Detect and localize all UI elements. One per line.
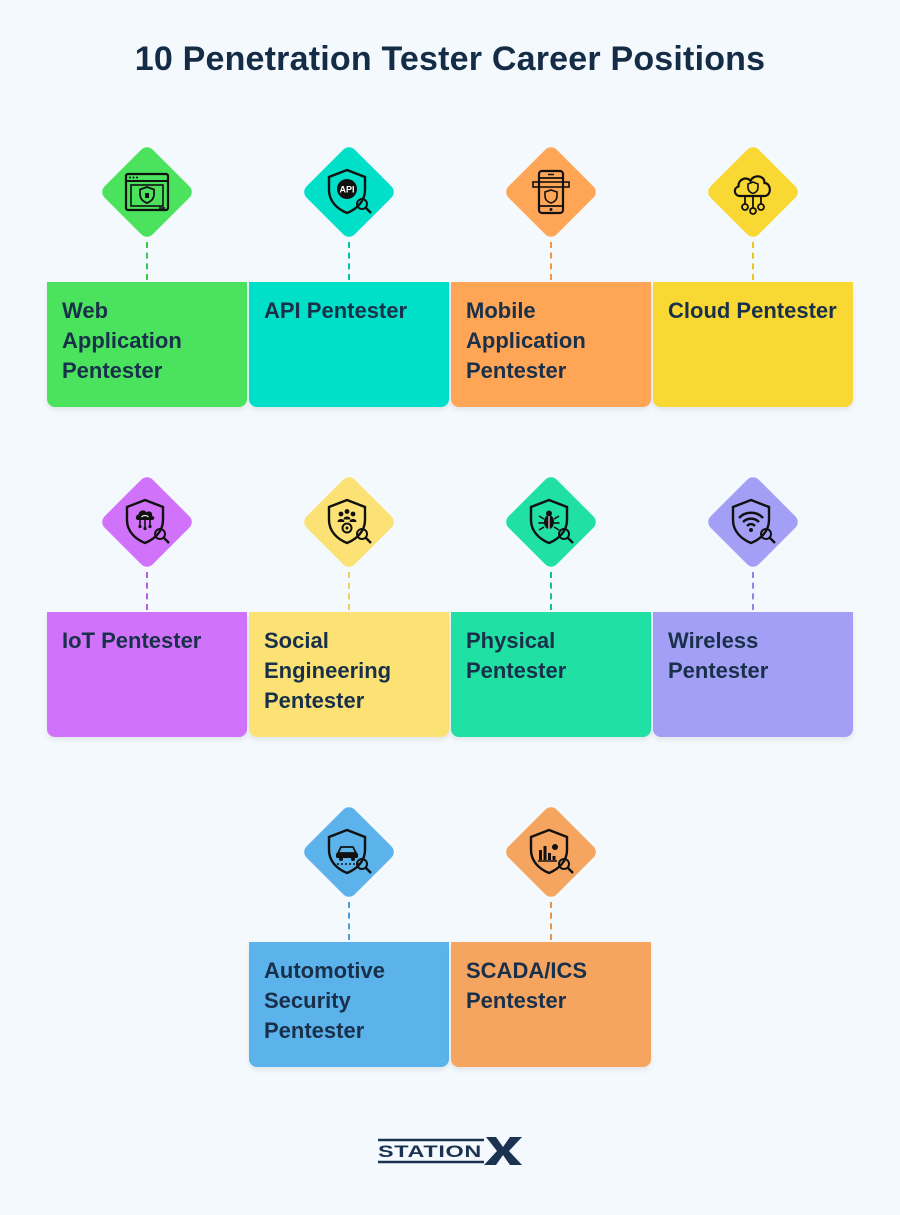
connector-line (146, 242, 148, 280)
connector-line (550, 902, 552, 940)
position-card: SCADA/ICS Pentester (451, 942, 651, 1067)
connector-line (550, 242, 552, 280)
cloud-shield-icon (733, 175, 771, 215)
iot-shield-icon (125, 498, 170, 545)
svg-text:API: API (339, 185, 354, 195)
position-card: Mobile Application Pentester (451, 282, 651, 407)
car-shield-icon (327, 828, 372, 875)
connector-line (348, 572, 350, 610)
api-shield-icon: API (327, 168, 372, 215)
chart-shield-icon (529, 828, 574, 875)
wifi-shield-icon (731, 498, 776, 545)
position-label: Wireless Pentester (668, 628, 769, 683)
people-shield-icon (327, 498, 372, 545)
connector-line (348, 902, 350, 940)
position-card: Cloud Pentester (653, 282, 853, 407)
stationx-logo: STATION (378, 1137, 522, 1165)
position-card: Automotive Security Pentester (249, 942, 449, 1067)
position-label: API Pentester (264, 298, 408, 323)
position-label: Cloud Pentester (668, 298, 837, 323)
position-label: SCADA/ICS Pentester (466, 958, 588, 1013)
page-title: 10 Penetration Tester Career Positions (134, 40, 766, 78)
connector-line (752, 242, 754, 280)
position-label: IoT Pentester (62, 628, 202, 653)
position-label: Physical Pentester (466, 628, 567, 683)
bug-shield-icon (529, 498, 574, 545)
position-label: Social Engineering Pentester (264, 628, 392, 713)
position-card: IoT Pentester (47, 612, 247, 737)
position-label: Web Application Pentester (62, 298, 182, 383)
svg-text:STATION: STATION (378, 1142, 482, 1161)
connector-line (550, 572, 552, 610)
position-card: Wireless Pentester (653, 612, 853, 737)
position-card: Social Engineering Pentester (249, 612, 449, 737)
connector-line (752, 572, 754, 610)
position-card: Web Application Pentester (47, 282, 247, 407)
position-label: Mobile Application Pentester (466, 298, 586, 383)
browser-shield-icon (124, 172, 170, 212)
connector-line (146, 572, 148, 610)
connector-line (348, 242, 350, 280)
position-label: Automotive Security Pentester (264, 958, 385, 1043)
position-card: API Pentester (249, 282, 449, 407)
mobile-shield-icon (532, 169, 570, 215)
position-card: Physical Pentester (451, 612, 651, 737)
